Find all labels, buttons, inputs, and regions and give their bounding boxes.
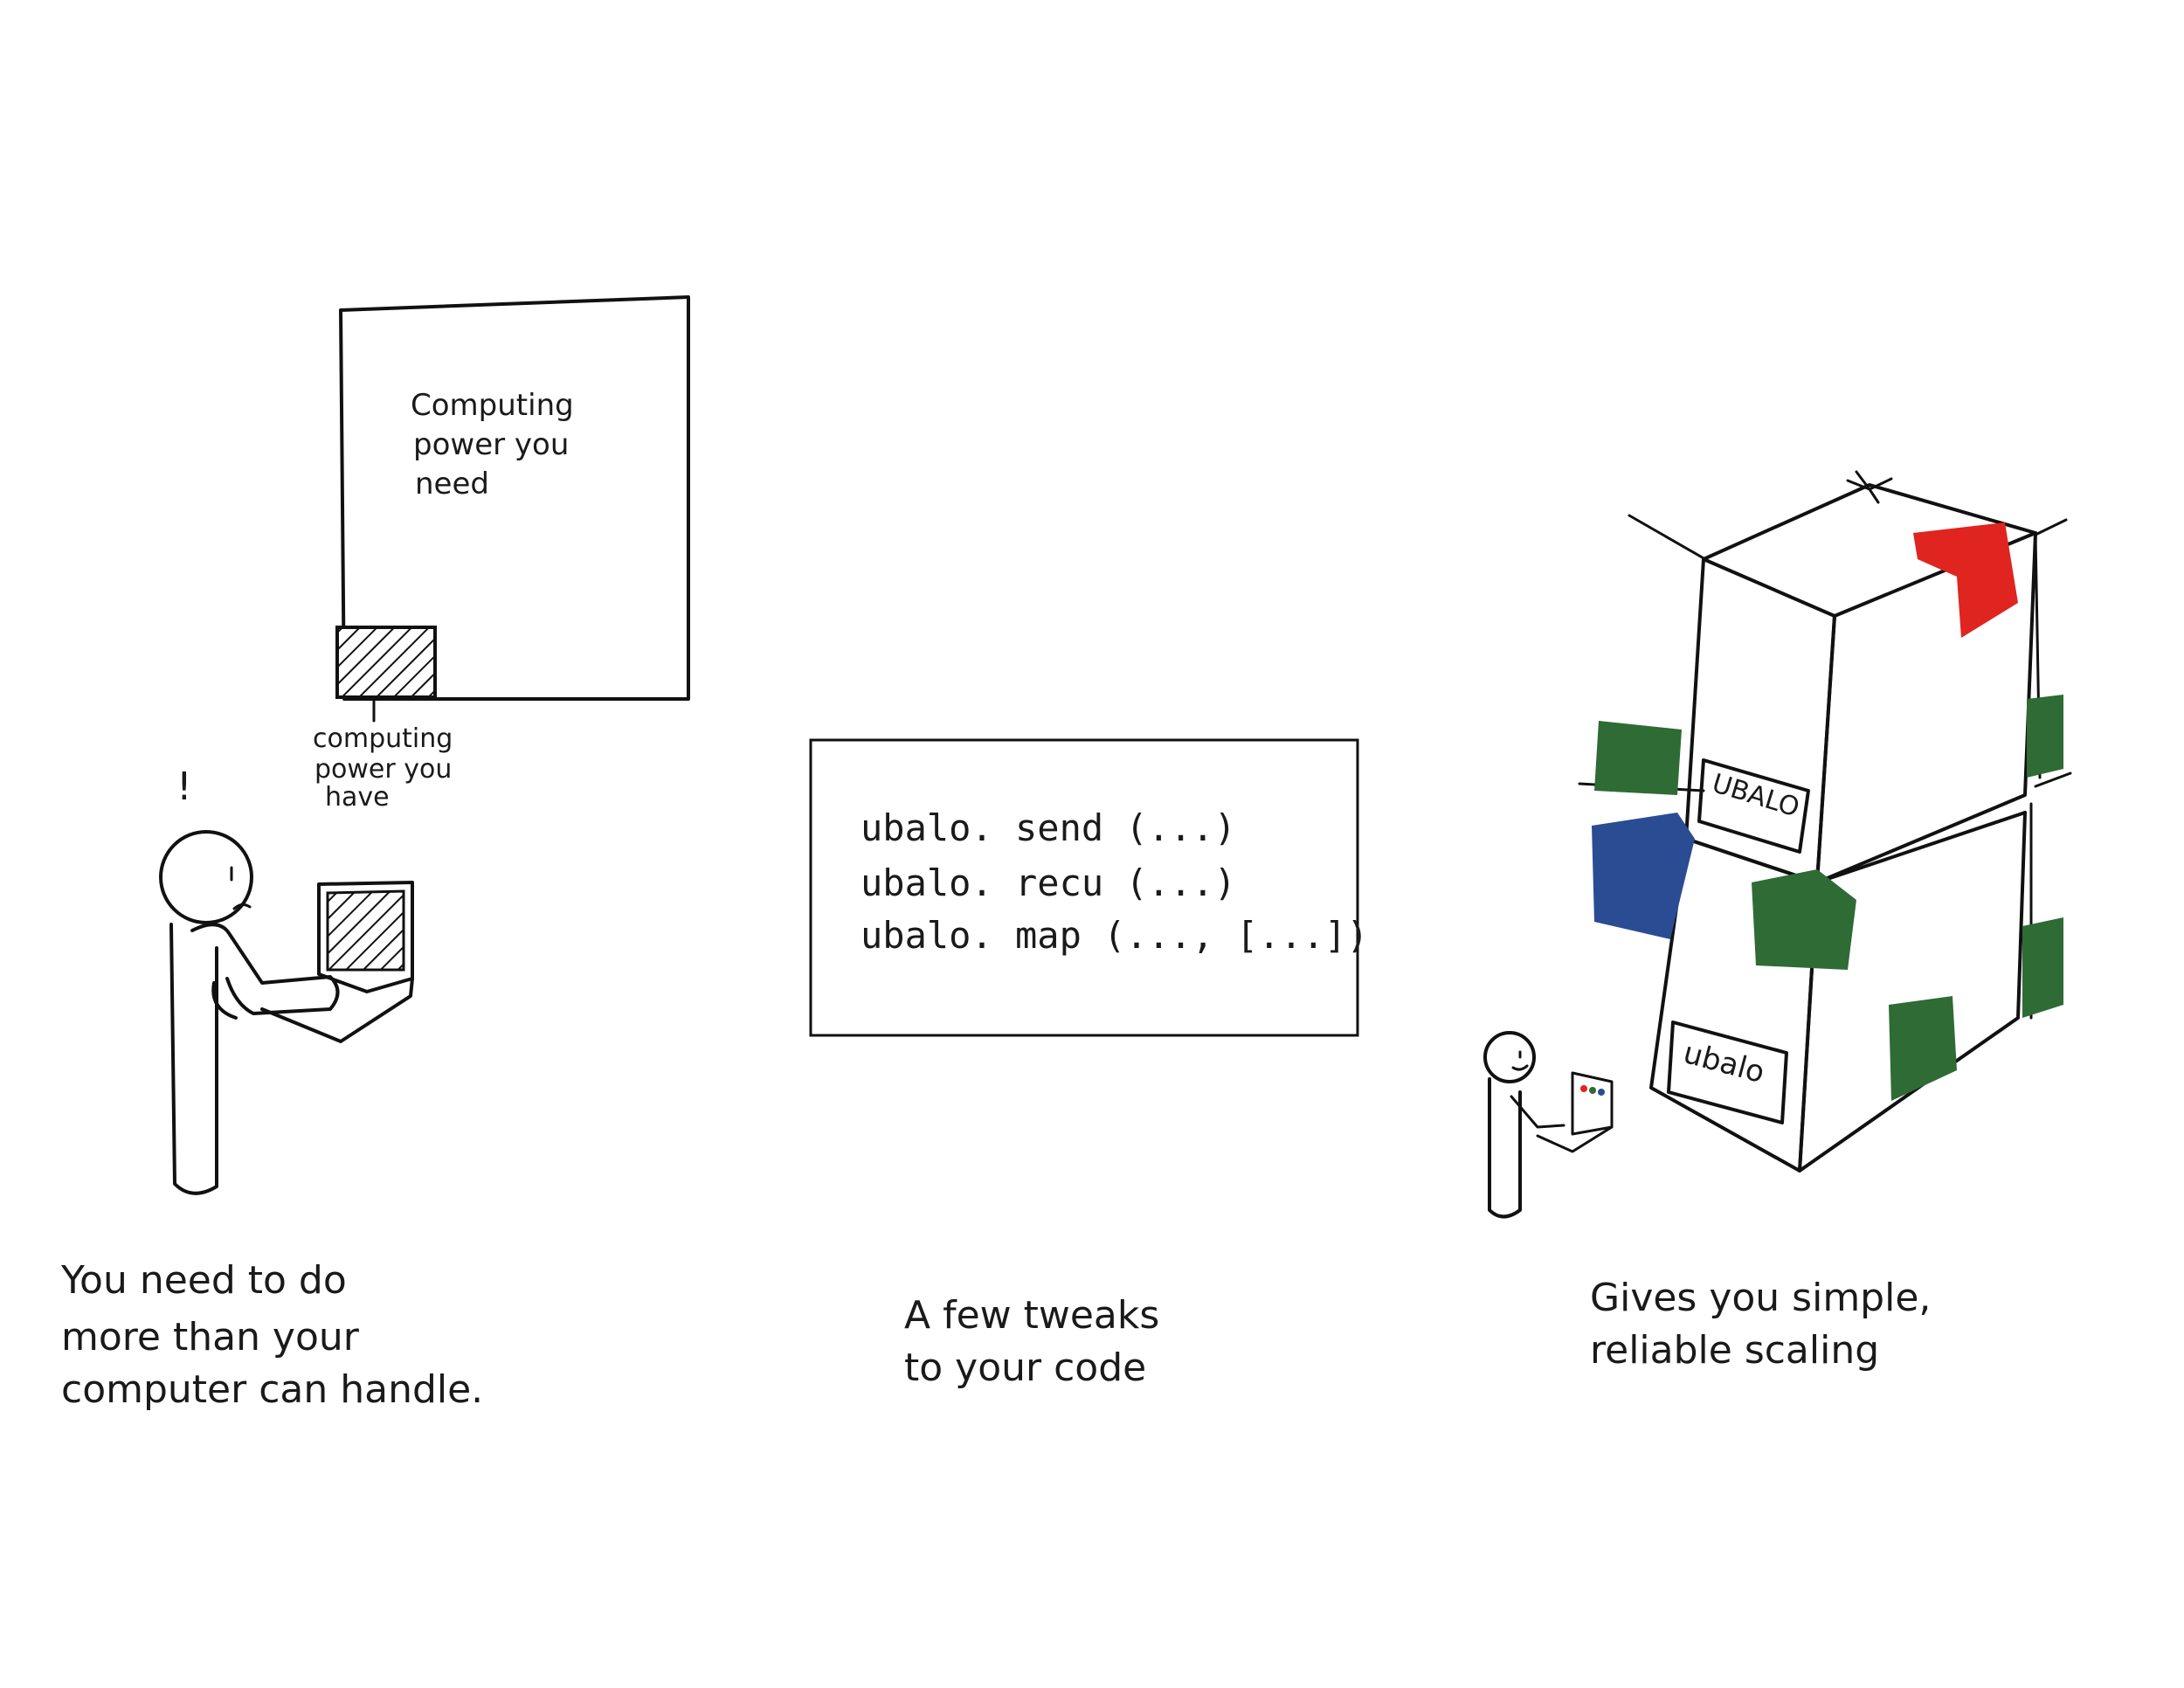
computing-power-needed-label: Computing power you need xyxy=(411,388,584,502)
server-box-top: UBALO xyxy=(1594,483,2063,884)
code-box xyxy=(809,738,1359,1037)
server-box-bottom: ubalo xyxy=(1592,811,2063,1173)
computing-power-have-box xyxy=(335,626,437,699)
computing-power-have-label: computing power you have xyxy=(313,723,461,813)
caption-right: Gives you simple, reliable scaling xyxy=(1590,1276,1943,1373)
person-with-laptop xyxy=(159,830,414,1195)
green-patch xyxy=(1594,721,1682,795)
blue-patch xyxy=(1592,813,1695,939)
green-patch xyxy=(2027,695,2063,778)
computing-power-needed-box xyxy=(339,295,690,701)
green-patch xyxy=(2022,917,2063,1018)
panel-middle: ubalo. send (...) ubalo. recu (...) ubal… xyxy=(809,738,1369,1390)
small-person-with-laptop xyxy=(1483,1031,1614,1219)
panel-right: UBALO ubalo xyxy=(1483,470,2072,1373)
green-patch xyxy=(1752,869,1856,970)
laptop-icon xyxy=(317,881,414,993)
red-patch xyxy=(1913,522,2018,638)
panel-left: Computing power you need computing power… xyxy=(60,295,690,1412)
code-lines: ubalo. send (...) ubalo. recu (...) ubal… xyxy=(860,806,1369,957)
caption-middle: A few tweaks to your code xyxy=(904,1293,1171,1390)
exclamation-mark: ! xyxy=(176,764,192,809)
caption-left: You need to do more than your computer c… xyxy=(60,1258,483,1412)
laptop-icon xyxy=(1571,1071,1614,1136)
green-patch xyxy=(1889,996,1957,1101)
